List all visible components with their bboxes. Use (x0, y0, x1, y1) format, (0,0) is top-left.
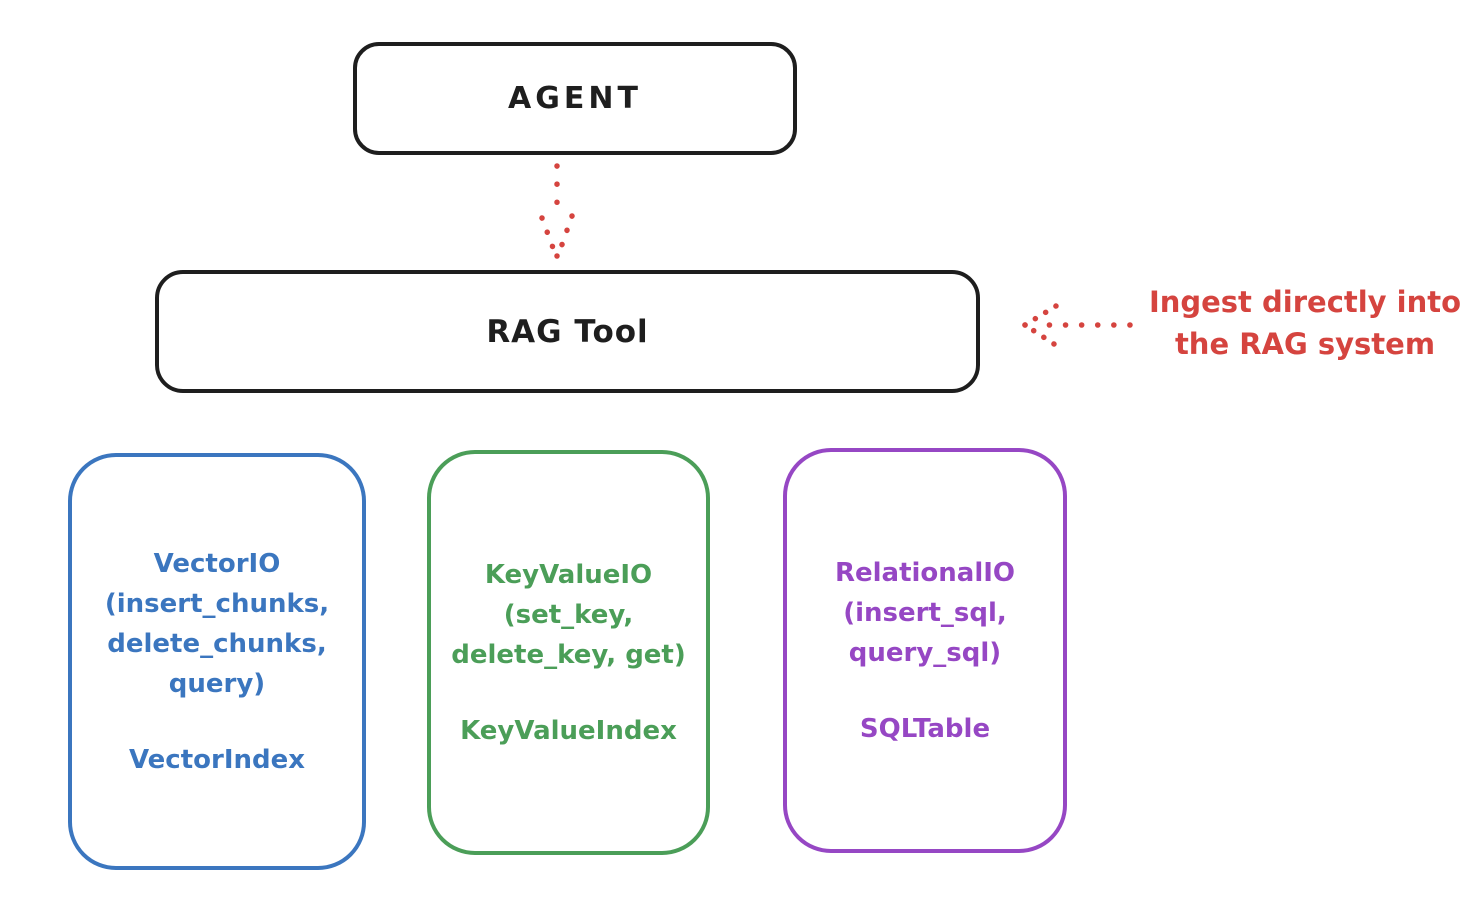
vector-io-methods: VectorIO(insert_chunks,delete_chunks,que… (104, 548, 330, 699)
agent-label: AGENT (508, 81, 642, 116)
keyvalue-index-label: KeyValueIndex (460, 715, 677, 746)
keyvalue-io-methods: KeyValueIO(set_key,delete_key, get) (451, 559, 686, 670)
agent-to-rag-dotted-arrow-icon (539, 163, 575, 259)
rag-tool-label: RAG Tool (486, 313, 649, 350)
sql-table-label: SQLTable (859, 713, 991, 744)
rag-tool-node[interactable]: RAG Tool (155, 270, 980, 393)
relational-io-node[interactable]: RelationalIO(insert_sql,query_sql) SQLTa… (783, 448, 1067, 853)
vector-io-node[interactable]: VectorIO(insert_chunks,delete_chunks,que… (68, 453, 366, 870)
agent-node[interactable]: AGENT (353, 42, 797, 155)
ingest-dotted-arrow-icon (1022, 303, 1133, 347)
keyvalue-io-node[interactable]: KeyValueIO(set_key,delete_key, get) KeyV… (427, 450, 710, 855)
relational-io-methods: RelationalIO(insert_sql,query_sql) (834, 557, 1016, 668)
vector-index-label: VectorIndex (128, 744, 306, 775)
